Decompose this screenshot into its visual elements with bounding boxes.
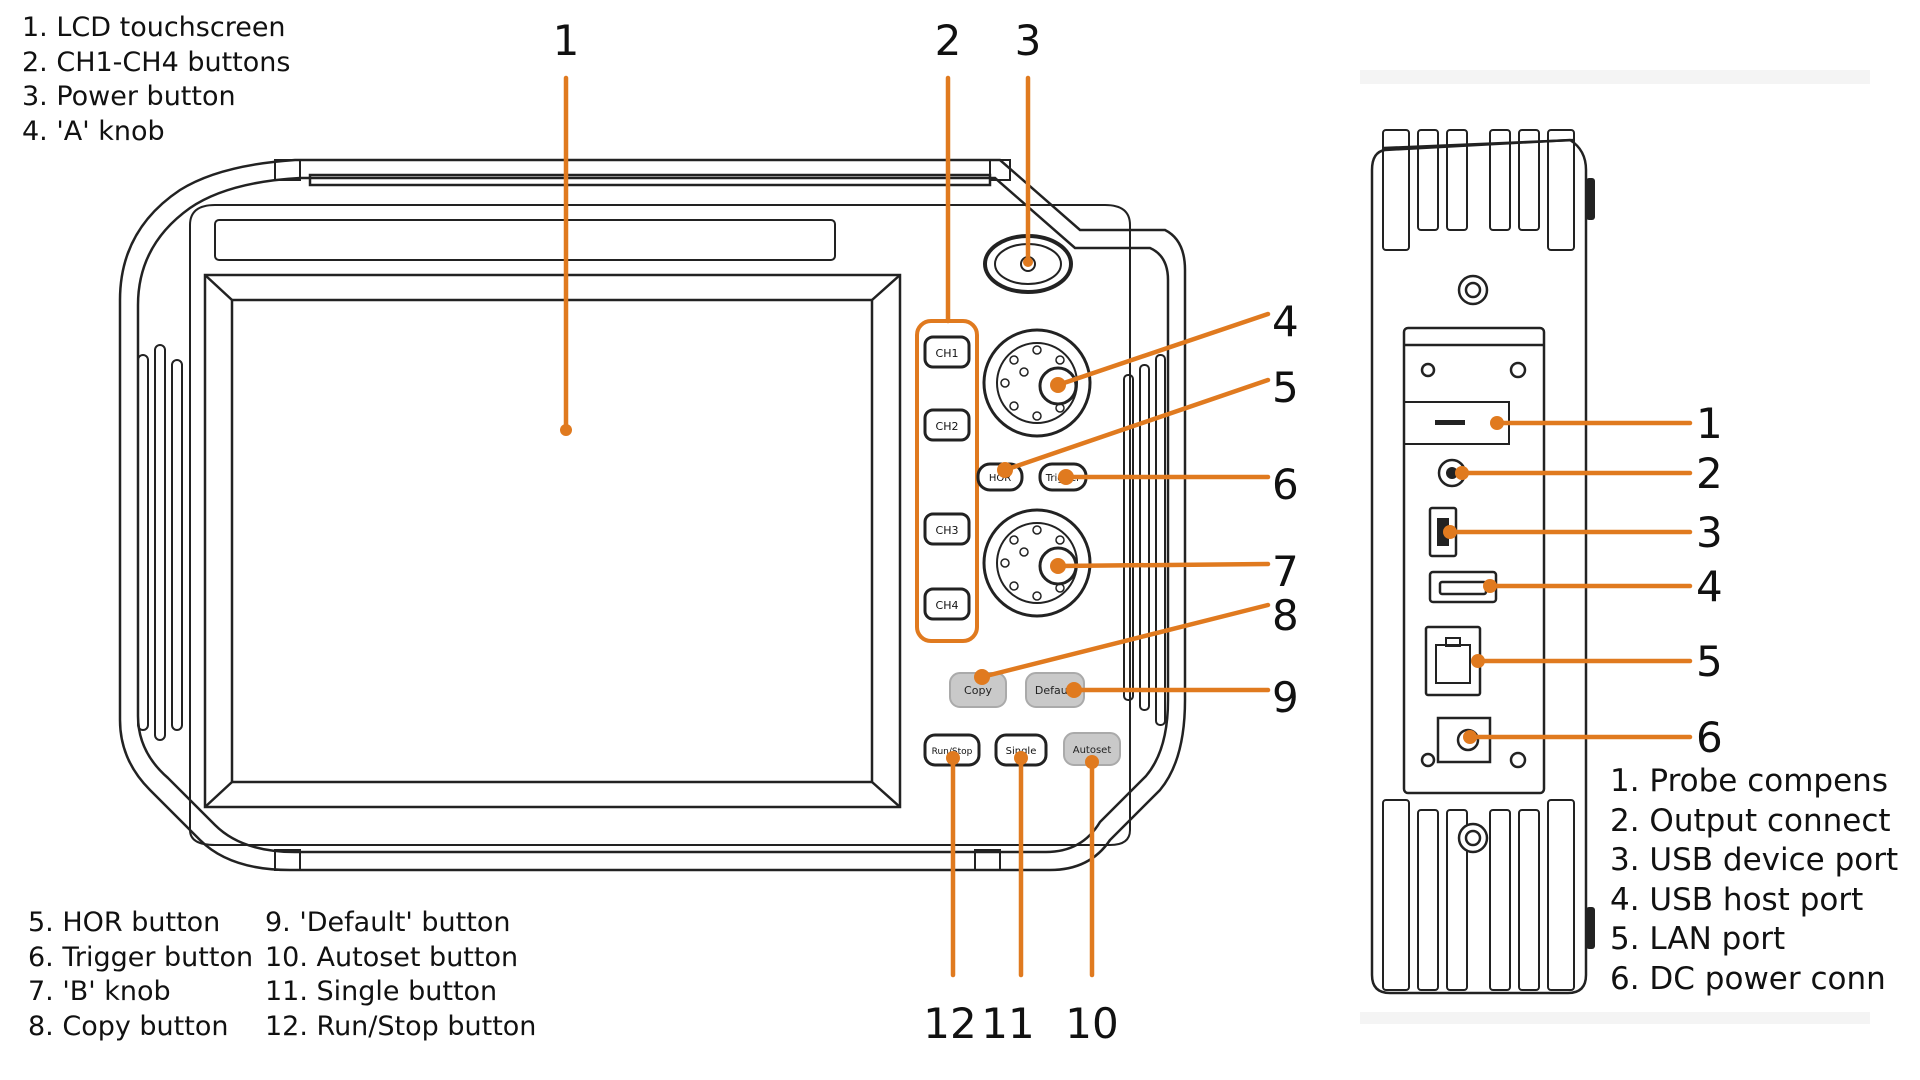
side-callout-2: 2 [1696, 449, 1723, 498]
legend-item: 7. 'B' knob [28, 976, 171, 1007]
ch1-label: CH1 [936, 347, 959, 360]
bottom-fins [1382, 799, 1575, 991]
legend-item: 3. Power button [22, 81, 236, 112]
legend-item: 8. Copy button [28, 1010, 229, 1042]
ch2-label: CH2 [936, 420, 959, 433]
front-legend-top: 1. LCD touchscreen 2. CH1-CH4 buttons 3.… [22, 11, 290, 149]
legend-item: 1. Probe compens [1610, 763, 1888, 799]
ch1-button[interactable]: CH1 [923, 335, 971, 369]
ch3-label: CH3 [936, 524, 959, 537]
callout-5: 5 [1272, 363, 1299, 412]
legend-item: 10. Autoset button [265, 941, 519, 973]
lcd-screen [230, 298, 874, 784]
label-strip [214, 219, 836, 261]
side-view [1360, 70, 1870, 1024]
legend-item: 3. USB device port [1610, 842, 1899, 878]
left-grip-ridges [137, 344, 183, 741]
legend-item: 6. DC power conn [1610, 960, 1886, 997]
callout-11: 11 [981, 999, 1034, 1048]
side-callout-lines [1443, 416, 1693, 744]
default-button[interactable]: Default [1025, 672, 1085, 708]
legend-item: 5. HOR button [28, 907, 221, 938]
top-fins [1382, 129, 1575, 251]
screen-bezel [203, 273, 902, 809]
callout-3: 3 [1015, 16, 1042, 65]
ch3-button[interactable]: CH3 [923, 512, 971, 546]
autoset-label: Autoset [1073, 745, 1112, 756]
legend-item: 9. 'Default' button [265, 907, 511, 938]
default-label: Default [1035, 684, 1076, 697]
callout-2: 2 [935, 16, 962, 65]
front-bumper-outline [118, 158, 1187, 872]
side-callout-4: 4 [1696, 562, 1723, 611]
callout-1: 1 [553, 16, 580, 65]
callout-12: 12 [923, 999, 976, 1048]
side-callout-5: 5 [1696, 637, 1723, 686]
side-callout-numbers: 1 2 3 4 5 6 [1696, 399, 1723, 762]
legend-item: 1. LCD touchscreen [22, 12, 286, 43]
legend-item: 4. 'A' knob [22, 115, 165, 147]
side-callout-6: 6 [1696, 713, 1723, 762]
front-view [118, 158, 1187, 872]
ch4-label: CH4 [936, 599, 959, 612]
front-face [189, 204, 1131, 846]
legend-item: 2. Output connect [1610, 802, 1891, 839]
legend-item: 4. USB host port [1610, 881, 1864, 918]
right-grip-ridges [1123, 354, 1166, 726]
side-legend: 1. Probe compens 2. Output connect 3. US… [1610, 762, 1899, 999]
a-knob[interactable] [982, 328, 1092, 438]
side-callout-1: 1 [1696, 399, 1723, 448]
front-callout-numbers: 1 2 3 4 5 6 7 8 9 10 11 12 [553, 16, 1299, 1048]
callout-7: 7 [1272, 547, 1299, 596]
side-callout-3: 3 [1696, 508, 1723, 557]
front-legend-bottom-left: 5. HOR button 6. Trigger button 7. 'B' k… [28, 906, 253, 1044]
callout-6: 6 [1272, 460, 1299, 509]
callout-4: 4 [1272, 297, 1299, 346]
legend-item: 12. Run/Stop button [265, 1010, 537, 1042]
b-knob[interactable] [982, 508, 1092, 618]
ch2-button[interactable]: CH2 [923, 408, 971, 442]
front-callout-lines [560, 75, 1271, 978]
legend-item: 5. LAN port [1610, 921, 1786, 957]
legend-item: 6. Trigger button [28, 941, 254, 973]
callout-9: 9 [1272, 673, 1299, 722]
ch4-button[interactable]: CH4 [923, 587, 971, 621]
hor-label: HOR [989, 473, 1011, 484]
legend-item: 2. CH1-CH4 buttons [22, 46, 291, 78]
callout-8: 8 [1272, 591, 1299, 640]
copy-label: Copy [964, 684, 992, 697]
legend-item: 11. Single button [265, 976, 498, 1007]
callout-10: 10 [1065, 999, 1118, 1048]
front-legend-bottom-right: 9. 'Default' button 10. Autoset button 1… [265, 906, 536, 1044]
